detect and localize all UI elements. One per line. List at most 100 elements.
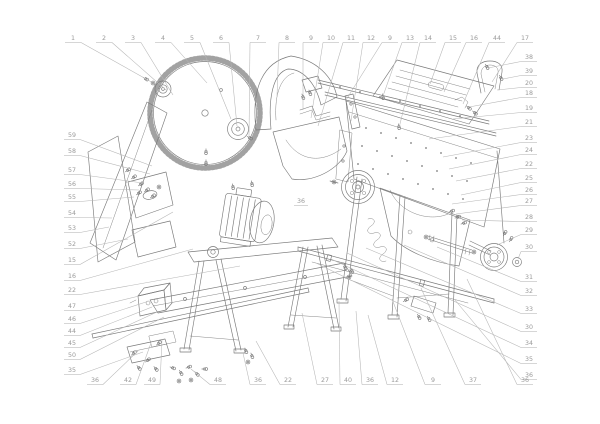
part-label-58: 58 [64, 148, 151, 175]
slide-rails [317, 79, 497, 137]
part-label-8: 8 [276, 35, 295, 97]
part-label-50: 50 [64, 316, 165, 360]
saw-blade [147, 55, 263, 171]
part-label-13: 13 [382, 35, 418, 97]
svg-text:7: 7 [256, 35, 260, 42]
part-label-27: 27 [455, 198, 537, 215]
svg-text:16: 16 [68, 273, 76, 280]
svg-text:5: 5 [190, 35, 194, 42]
svg-text:4: 4 [161, 35, 165, 42]
part-label-1: 1 [65, 35, 156, 85]
part-label-47: 47 [64, 295, 140, 311]
svg-text:1: 1 [71, 35, 75, 42]
svg-text:47: 47 [68, 303, 76, 310]
slide-rod [297, 246, 495, 304]
svg-text:59: 59 [68, 132, 76, 139]
part-label-36: 36 [454, 299, 537, 380]
part-label-57: 57 [64, 167, 144, 184]
svg-text:22: 22 [525, 161, 533, 168]
svg-text:57: 57 [68, 167, 76, 174]
part-label-38: 38 [487, 54, 537, 69]
part-label-40: 40 [338, 300, 356, 385]
part-label-33: 33 [365, 247, 537, 314]
svg-text:18: 18 [525, 90, 533, 97]
part-label-12: 12 [367, 314, 403, 385]
left-guard-panels [87, 101, 177, 263]
svg-text:35: 35 [525, 356, 533, 363]
svg-text:39: 39 [525, 68, 533, 75]
svg-text:50: 50 [68, 352, 76, 359]
part-label-32: 32 [403, 244, 537, 296]
svg-text:45: 45 [68, 340, 76, 347]
part-label-45: 45 [64, 311, 158, 348]
motor [219, 187, 275, 247]
axle-rod [423, 234, 477, 256]
svg-text:23: 23 [525, 135, 533, 142]
svg-text:37: 37 [469, 377, 477, 384]
svg-text:35: 35 [68, 367, 76, 374]
part-label-9: 9 [391, 298, 441, 385]
svg-text:16: 16 [470, 35, 478, 42]
part-label-44: 44 [64, 306, 153, 336]
part-label-5: 5 [184, 35, 232, 120]
svg-text:17: 17 [521, 35, 529, 42]
part-label-19: 19 [452, 105, 537, 120]
svg-text:27: 27 [321, 377, 329, 384]
part-label-24: 24 [448, 147, 537, 170]
part-label-52: 52 [64, 238, 129, 249]
trestle-stand [179, 237, 342, 354]
svg-text:36: 36 [91, 377, 99, 384]
svg-text:36: 36 [525, 372, 533, 379]
part-label-12: 12 [350, 35, 379, 122]
svg-text:9: 9 [388, 35, 392, 42]
frame-side-panel [345, 100, 501, 228]
angle-bar [91, 287, 310, 339]
svg-text:11: 11 [347, 35, 355, 42]
svg-text:52: 52 [68, 241, 76, 248]
part-label-31: 31 [436, 246, 537, 282]
part-label-16: 16 [443, 35, 482, 93]
part-label-56: 56 [64, 181, 140, 191]
frame-top-louver-panel [372, 59, 495, 125]
svg-text:21: 21 [525, 119, 533, 126]
part-label-6: 6 [213, 35, 238, 127]
svg-text:13: 13 [406, 35, 414, 42]
part-label-18: 18 [468, 90, 537, 108]
svg-text:3: 3 [131, 35, 135, 42]
wheel-rear [468, 229, 522, 271]
svg-text:31: 31 [525, 274, 533, 281]
blade-flange-right [227, 118, 254, 142]
part-label-9: 9 [302, 35, 319, 110]
mount-bracket [402, 295, 437, 323]
part-label-16: 16 [64, 248, 194, 281]
svg-text:2: 2 [102, 35, 106, 42]
part-label-21: 21 [428, 119, 537, 140]
svg-text:34: 34 [525, 340, 533, 347]
part-label-34: 34 [330, 258, 537, 348]
part-label-36: 36 [87, 350, 139, 385]
part-label-2: 2 [96, 35, 167, 91]
part-label-42: 42 [120, 342, 152, 385]
svg-text:6: 6 [219, 35, 223, 42]
part-label-14: 14 [398, 35, 436, 129]
svg-text:46: 46 [68, 316, 76, 323]
svg-text:38: 38 [525, 54, 533, 61]
svg-text:49: 49 [148, 377, 156, 384]
part-label-20: 20 [496, 80, 537, 91]
blade-guard-lower [272, 116, 348, 181]
svg-text:12: 12 [367, 35, 375, 42]
svg-text:32: 32 [525, 288, 533, 295]
svg-text:40: 40 [344, 377, 352, 384]
svg-text:33: 33 [525, 306, 533, 313]
part-label-30: 30 [517, 244, 537, 260]
svg-text:8: 8 [285, 35, 289, 42]
svg-text:27: 27 [525, 198, 533, 205]
svg-text:12: 12 [391, 377, 399, 384]
part-label-22: 22 [255, 340, 296, 385]
part-label-11: 11 [317, 35, 359, 127]
svg-text:25: 25 [525, 175, 533, 182]
guard-brackets [299, 75, 361, 183]
